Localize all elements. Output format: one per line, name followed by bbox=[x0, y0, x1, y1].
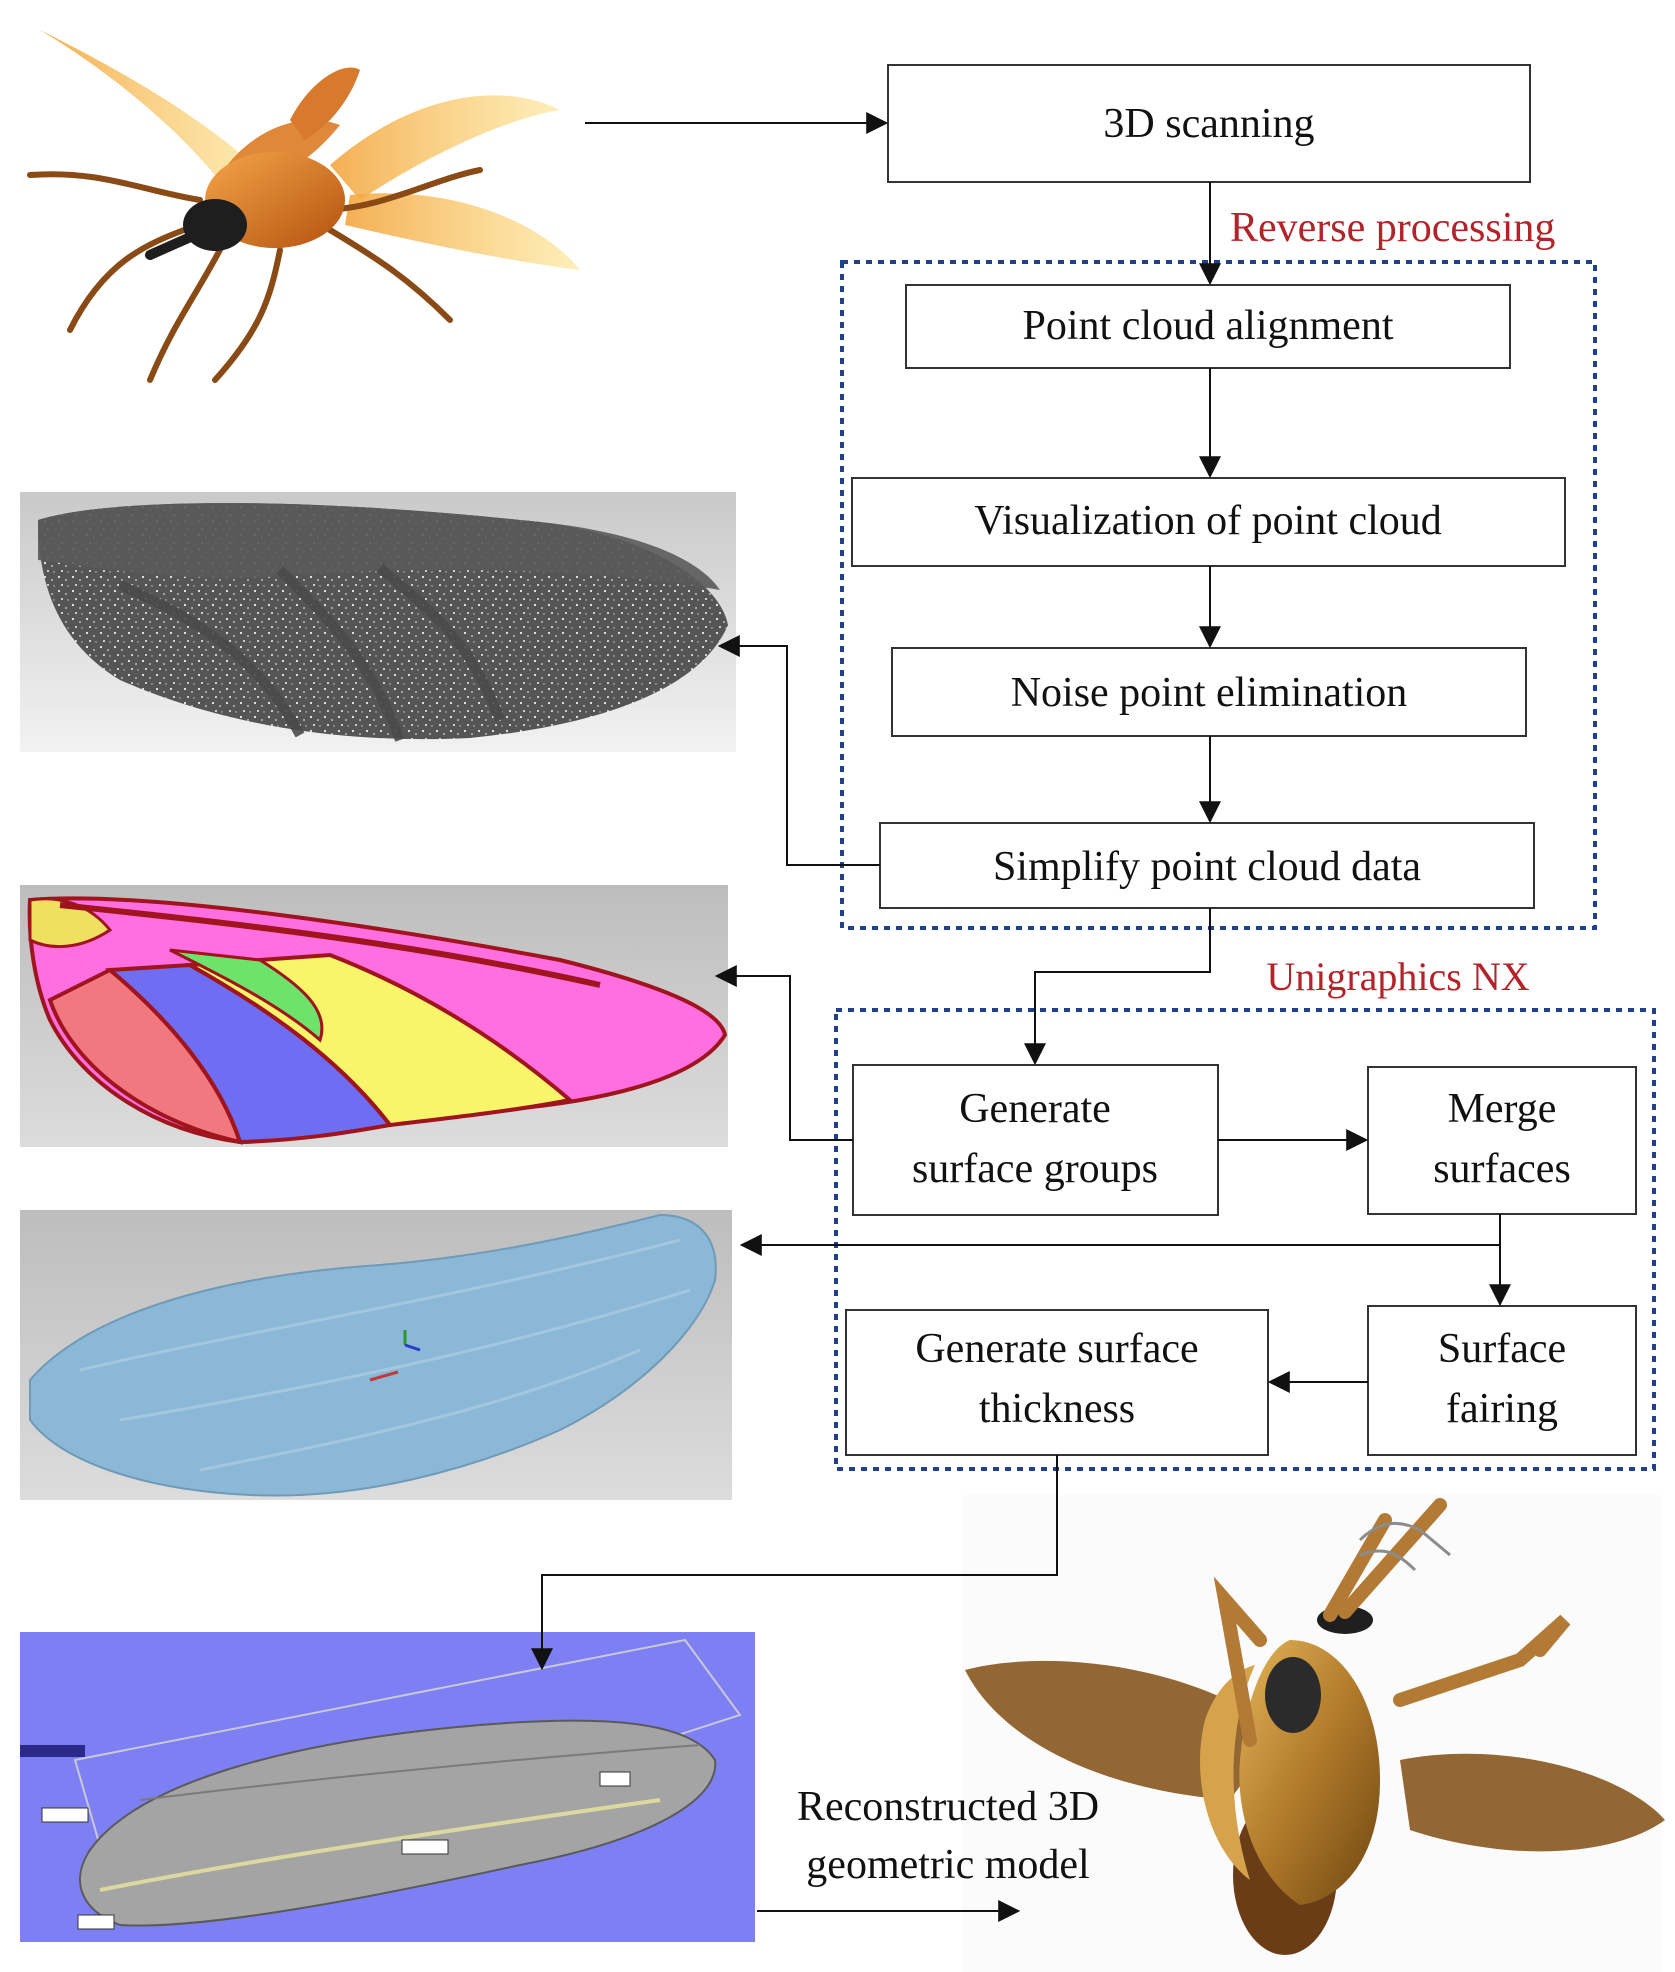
arrow-simplify-to-pointcloud bbox=[717, 635, 880, 866]
fairing-box bbox=[1367, 1305, 1637, 1456]
fairing-label-2: fairing bbox=[1446, 1386, 1558, 1432]
thickness-label-2: thickness bbox=[979, 1386, 1135, 1432]
thickness-viewport bbox=[20, 1632, 755, 1942]
reverse-processing-label: Reverse processing bbox=[1230, 205, 1555, 251]
arrow-groups-to-segmented bbox=[714, 965, 853, 1141]
result-label-2: geometric model bbox=[806, 1842, 1089, 1888]
noise-label: Noise point elimination bbox=[1011, 670, 1408, 716]
simplify-label: Simplify point cloud data bbox=[993, 844, 1421, 890]
merge-label-2: surfaces bbox=[1433, 1146, 1571, 1192]
merge-label-1: Merge bbox=[1448, 1086, 1557, 1132]
visualize-box bbox=[851, 477, 1566, 567]
arrow-thickness-to-viewport bbox=[531, 1455, 1058, 1671]
unigraphics-nx-group bbox=[834, 1008, 1656, 1471]
thickness-label-1: Generate surface bbox=[915, 1326, 1198, 1372]
visualize-label: Visualization of point cloud bbox=[974, 498, 1442, 544]
segmented-wing bbox=[20, 885, 728, 1147]
unigraphics-nx-label: Unigraphics NX bbox=[1266, 954, 1529, 999]
gen-groups-label-1: Generate bbox=[959, 1086, 1111, 1132]
reconstructed-beetle-model bbox=[962, 1495, 1665, 1972]
result-label-1: Reconstructed 3D bbox=[797, 1784, 1099, 1830]
align-label: Point cloud alignment bbox=[1023, 303, 1394, 349]
fairing-label-1: Surface bbox=[1438, 1326, 1566, 1372]
scan-label: 3D scanning bbox=[1103, 101, 1314, 147]
simplify-box bbox=[879, 822, 1535, 909]
align-box bbox=[905, 284, 1511, 369]
thickness-box bbox=[845, 1309, 1269, 1456]
arrow-simplify-to-groups bbox=[1024, 908, 1211, 1066]
merge-box bbox=[1367, 1066, 1637, 1215]
reverse-processing-group bbox=[840, 260, 1597, 930]
scan-box bbox=[887, 64, 1531, 183]
beetle-photo bbox=[27, 30, 580, 383]
point-cloud-wing bbox=[20, 492, 736, 752]
gen-groups-label-2: surface groups bbox=[912, 1146, 1158, 1192]
smooth-surface-wing bbox=[20, 1210, 732, 1500]
